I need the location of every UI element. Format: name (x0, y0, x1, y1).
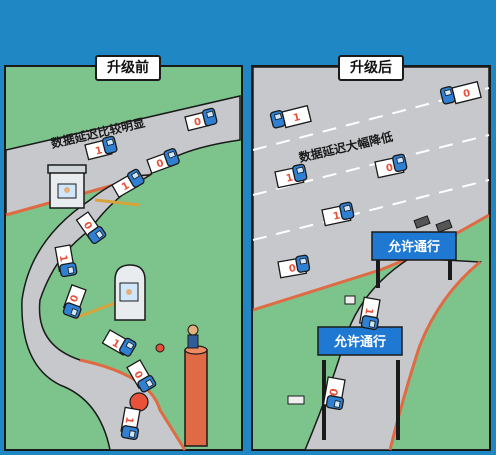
truck-digit: 1 (94, 145, 103, 157)
truck-digit: 0 (385, 162, 394, 174)
truck-digit: 0 (288, 263, 297, 275)
truck: 0 (439, 80, 482, 106)
truck: 1 (358, 296, 381, 331)
truck: 0 (322, 376, 346, 411)
truck: 1 (120, 406, 141, 441)
truck: 1 (321, 201, 355, 227)
toll-booth-middle (114, 264, 146, 321)
toll-booth-top (47, 164, 87, 209)
pass-sign-upper-text: 允许通行 (387, 239, 440, 255)
truck-digit: 0 (155, 158, 165, 171)
toll-gate-boom (94, 198, 141, 207)
truck: 1 (111, 167, 146, 199)
truck: 0 (277, 254, 311, 279)
right-panel-title: 升级后 (338, 55, 404, 81)
truck: 0 (61, 284, 87, 320)
toll-gate-boom-2 (74, 301, 116, 320)
left-panel-title: 升级前 (95, 55, 161, 81)
truck-digit: 1 (285, 172, 294, 184)
guard-post (155, 324, 208, 447)
truck-digit: 0 (326, 387, 340, 397)
truck: 0 (374, 153, 408, 179)
truck-digit: 0 (67, 293, 80, 303)
truck: 1 (101, 329, 138, 358)
truck: 0 (75, 211, 108, 246)
camera-icon (287, 215, 453, 405)
truck: 1 (274, 163, 308, 189)
pass-sign-upper: 允许通行 (371, 231, 457, 288)
truck: 0 (146, 147, 181, 174)
truck-digit: 1 (120, 180, 132, 193)
truck-digit: 1 (332, 210, 341, 222)
truck-digit: 0 (193, 116, 202, 128)
truck-digit: 0 (462, 88, 471, 100)
truck-digit: 1 (292, 112, 301, 124)
truck-digit: 1 (110, 338, 122, 351)
truck: 1 (84, 135, 119, 161)
truck-digit: 1 (57, 254, 69, 263)
truck: 0 (126, 359, 158, 394)
truck: 0 (184, 107, 219, 132)
truck-digit: 1 (362, 307, 374, 316)
pass-sign-lower-text: 允许通行 (333, 334, 386, 350)
truck-digit: 0 (131, 369, 144, 381)
left-panel: 0 1 0 1 0 1 0 1 (4, 65, 243, 451)
truck-digit: 1 (123, 416, 135, 425)
truck: 1 (54, 244, 78, 278)
right-panel: 允许通行 允许通行 1 0 1 0 (251, 65, 491, 451)
truck: 1 (269, 104, 312, 130)
